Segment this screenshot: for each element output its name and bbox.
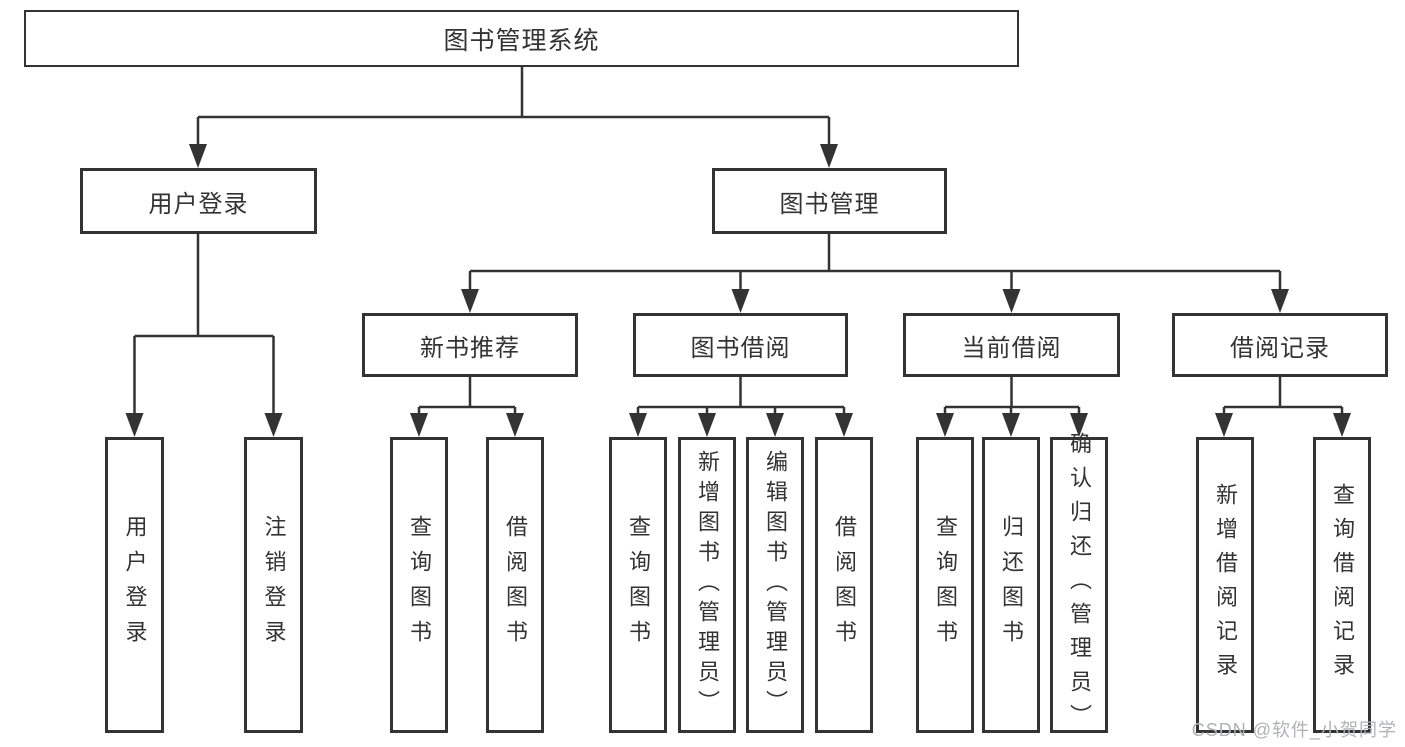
node-book-management: 图书管理 — [712, 168, 947, 234]
leaf-logout: 注销登录 — [244, 437, 303, 733]
node-label: 用户登录 — [148, 190, 249, 218]
arrowhead — [264, 413, 283, 437]
node-label: 图书管理系统 — [443, 26, 600, 55]
node-label: 图书管理 — [779, 190, 880, 218]
leaf-borrow-books-recommend: 借阅图书 — [486, 437, 544, 733]
node-label: 查询图书 — [626, 515, 651, 655]
arrowhead — [189, 144, 207, 168]
arrowhead — [125, 413, 144, 437]
node-label: 新书推荐 — [420, 334, 520, 362]
leaf-return-books: 归还图书 — [982, 437, 1040, 733]
node-label: 查询图书 — [933, 515, 958, 655]
arrowhead — [1271, 289, 1289, 313]
arrowhead — [820, 144, 838, 168]
node-book-borrowing: 图书借阅 — [633, 313, 848, 377]
node-label: 新增图书（管理员） — [695, 450, 720, 720]
leaf-add-book-admin: 新增图书（管理员） — [678, 437, 736, 733]
node-label: 注销登录 — [261, 515, 287, 655]
node-library-management-system: 图书管理系统 — [24, 10, 1019, 67]
arrowhead — [731, 289, 750, 313]
watermark-text: CSDN @软件_小贺同学 — [1191, 720, 1397, 740]
arrowhead — [461, 289, 479, 313]
arrowhead — [1215, 413, 1233, 437]
arrowhead — [1002, 289, 1021, 313]
leaf-borrow-books-borrowing: 借阅图书 — [815, 437, 873, 733]
node-label: 确认归还（管理员） — [1067, 432, 1092, 738]
leaf-query-books-borrowing: 查询图书 — [609, 437, 667, 733]
node-label: 用户登录 — [122, 515, 148, 655]
leaf-query-borrow-record: 查询借阅记录 — [1313, 437, 1371, 733]
arrowhead — [1333, 413, 1351, 437]
arrowhead — [506, 413, 524, 437]
node-label: 图书借阅 — [690, 334, 791, 362]
arrowhead — [766, 413, 784, 437]
node-label: 借阅图书 — [503, 515, 528, 655]
node-current-borrowing: 当前借阅 — [903, 313, 1120, 377]
arrowhead — [1002, 413, 1020, 437]
arrowhead — [629, 413, 647, 437]
arrowhead — [410, 413, 428, 437]
arrowhead — [936, 413, 954, 437]
node-label: 借阅记录 — [1230, 334, 1330, 362]
node-label: 查询借阅记录 — [1330, 483, 1355, 687]
node-user-login: 用户登录 — [80, 168, 317, 234]
leaf-user-login: 用户登录 — [105, 437, 164, 733]
arrowhead — [835, 413, 853, 437]
node-borrowing-records: 借阅记录 — [1172, 313, 1388, 377]
leaf-add-borrow-record: 新增借阅记录 — [1196, 437, 1254, 733]
node-label: 归还图书 — [999, 515, 1024, 655]
leaf-edit-book-admin: 编辑图书（管理员） — [746, 437, 804, 733]
node-new-book-recommendation: 新书推荐 — [362, 313, 578, 377]
arrowhead — [1070, 413, 1088, 437]
node-label: 借阅图书 — [832, 515, 857, 655]
leaf-query-books-recommend: 查询图书 — [390, 437, 448, 733]
leaf-confirm-return-admin: 确认归还（管理员） — [1050, 432, 1108, 738]
arrowhead — [698, 413, 716, 437]
node-label: 当前借阅 — [961, 334, 1062, 362]
leaf-query-books-current: 查询图书 — [916, 437, 974, 733]
node-label: 编辑图书（管理员） — [763, 450, 788, 720]
node-label: 查询图书 — [407, 515, 432, 655]
node-label: 新增借阅记录 — [1213, 483, 1238, 687]
